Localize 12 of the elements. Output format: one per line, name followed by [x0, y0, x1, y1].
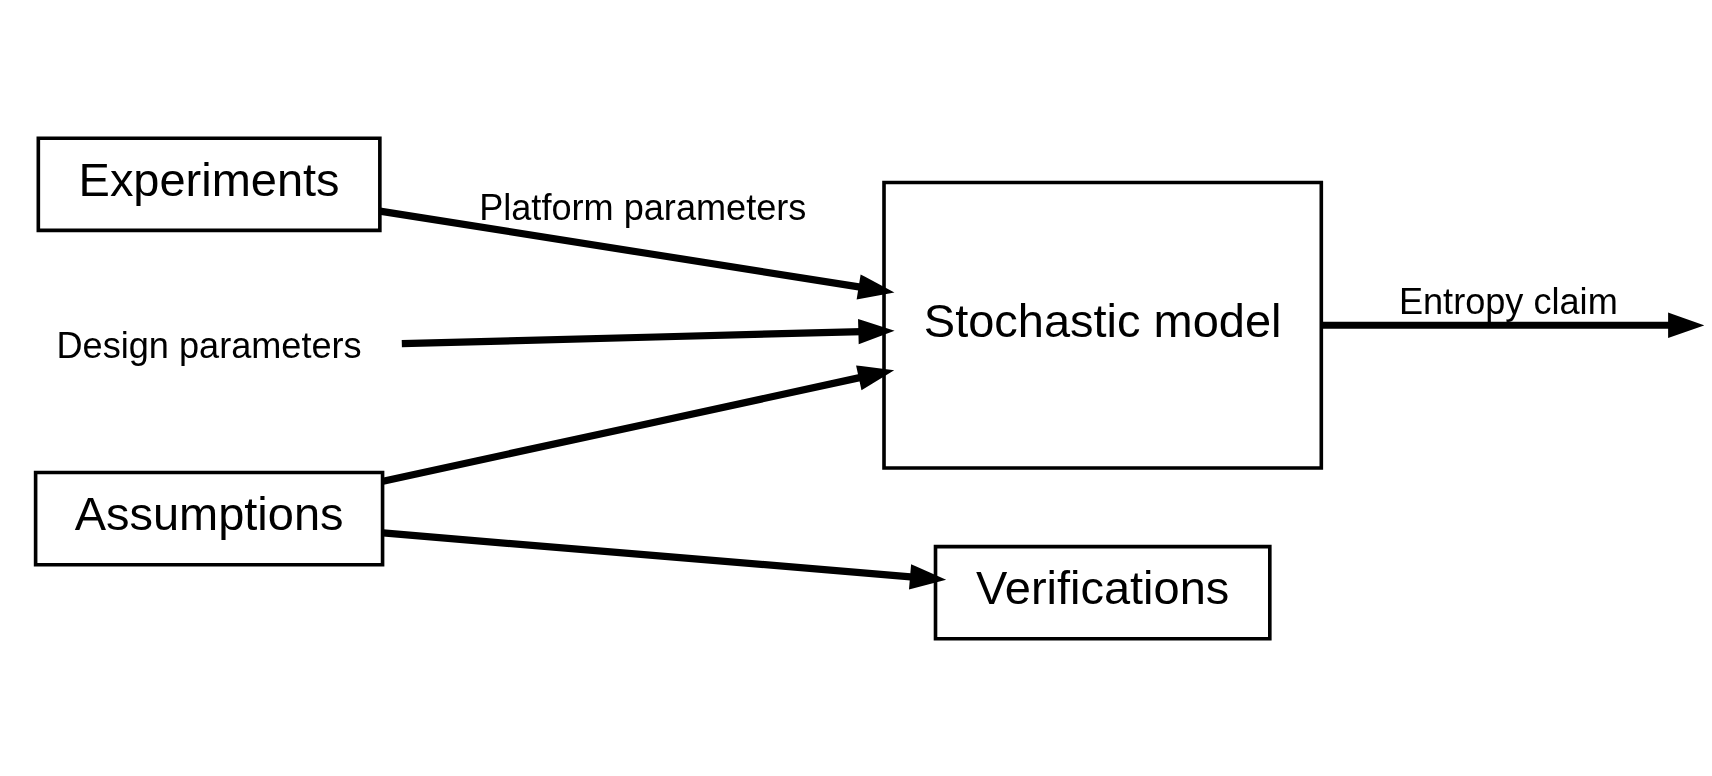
node-box: Verifications: [933, 544, 1272, 641]
node-box: Stochastic model: [882, 180, 1324, 470]
node-text: Design parameters: [56, 324, 362, 366]
edge-label: Entropy claim: [1398, 280, 1618, 322]
edge-label: Platform parameters: [479, 186, 807, 228]
arrow: [401, 318, 895, 347]
node-box: Experiments: [36, 135, 382, 232]
node-box: Assumptions: [33, 470, 385, 566]
arrow: [1321, 312, 1704, 338]
arrow: [379, 207, 895, 299]
arrow: [382, 364, 895, 485]
arrow: [382, 528, 947, 589]
